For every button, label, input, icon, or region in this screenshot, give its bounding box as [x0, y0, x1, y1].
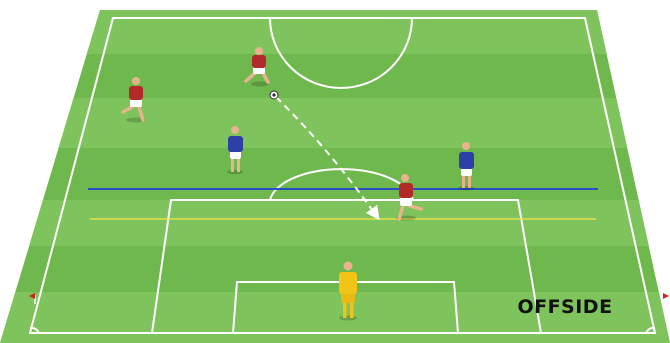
diagram-caption: OFFSIDE [470, 296, 660, 318]
football-icon [270, 91, 278, 99]
corner-flag-right [663, 293, 669, 304]
